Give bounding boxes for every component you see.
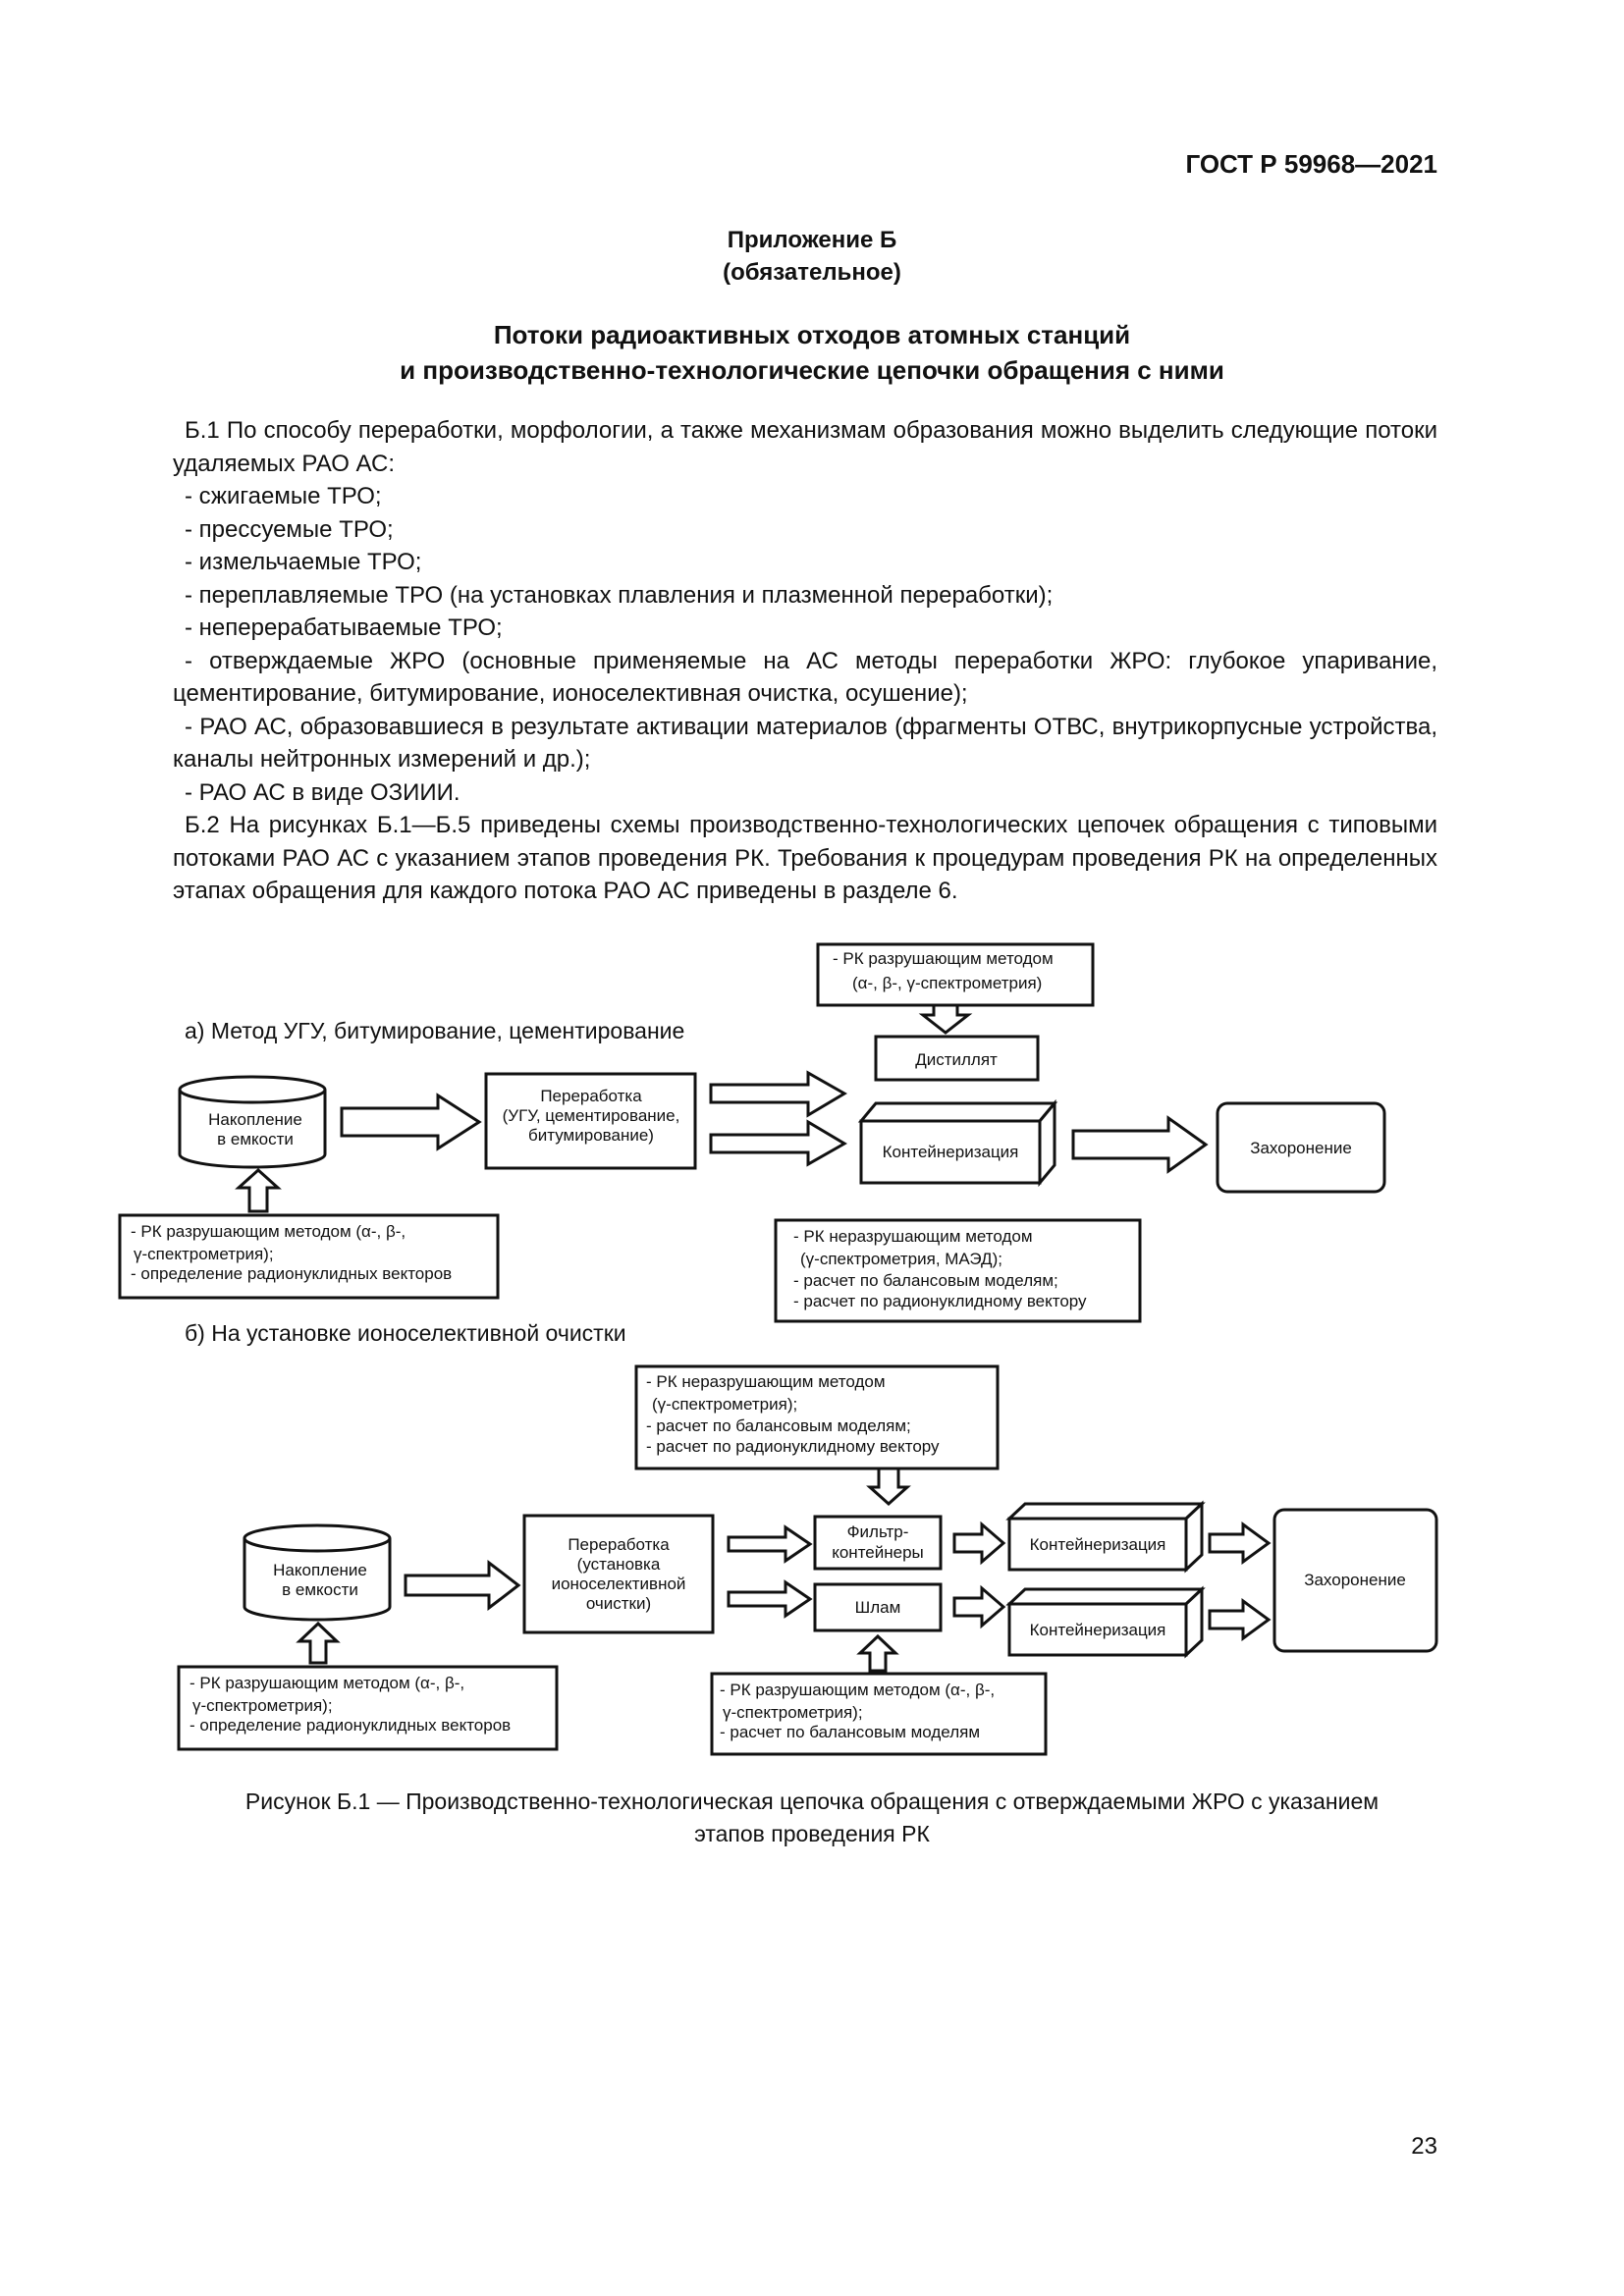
b-up-arrow-bottom [856, 1633, 899, 1673]
page-number: 23 [1411, 2133, 1437, 2160]
b-storage-label: в емкости [282, 1580, 358, 1599]
a-processing-label: битумирование) [528, 1126, 654, 1145]
b-filter-label: Фильтр- [847, 1522, 909, 1541]
a-left-note-line: - РК разрушающим методом (α-, β-, [131, 1222, 406, 1241]
b-processing-box [522, 1514, 715, 1634]
a-left-note-box [118, 1213, 500, 1300]
list-item: - РАО АС, образовавшиеся в результате ак… [173, 713, 1437, 774]
caption-line-1: Рисунок Б.1 — Производственно-технологич… [244, 1789, 1380, 1814]
b-containerization-label: Контейнеризация [1030, 1621, 1166, 1639]
a-top-note-line: (α-, β-, γ-спектрометрия) [852, 974, 1042, 992]
b-filter-label: контейнеры [832, 1543, 924, 1562]
b-top-note-line: - РК неразрушающим методом [646, 1372, 886, 1391]
a-distillate-box [874, 1035, 1040, 1082]
a-bottom-note-line: - расчет по радионуклидному вектору [793, 1292, 1087, 1310]
paragraph-b1: Б.1 По способу переработки, морфологии, … [173, 417, 1437, 477]
b-left-note-box [177, 1665, 559, 1751]
b-arrow-to-container-2 [952, 1584, 1006, 1629]
a-left-note-line: - определение радионуклидных векторов [131, 1264, 452, 1283]
b-processing-label: Переработка [568, 1535, 670, 1554]
b-disposal-box [1272, 1508, 1438, 1653]
b-containerization-box-1 [1005, 1500, 1206, 1574]
b-arrow-to-container-1 [952, 1521, 1006, 1566]
title-line-2: и производственно-технологические цепочк… [400, 355, 1224, 385]
list-item: - измельчаемые ТРО; [185, 549, 422, 575]
body-text: Б.1 По способу переработки, морфологии, … [173, 414, 1437, 908]
figure-caption: Рисунок Б.1 — Производственно-технологич… [0, 1786, 1624, 1850]
a-down-arrow [918, 1003, 973, 1035]
b-bottom-note-line: - расчет по балансовым моделям [720, 1723, 980, 1741]
a-disposal-label: Захоронение [1250, 1139, 1352, 1157]
a-up-arrow [235, 1167, 282, 1213]
a-arrow-to-container [709, 1119, 847, 1167]
b-containerization-box-2 [1005, 1585, 1206, 1659]
a-arrow-to-distillate [709, 1070, 847, 1118]
list-item: - неперерабатываемые ТРО; [185, 614, 503, 641]
a-storage-label: Накопление [208, 1110, 302, 1129]
appendix-status: (обязательное) [723, 259, 901, 286]
b-arrow-to-disposal-1 [1208, 1522, 1272, 1565]
b-storage-cylinder [243, 1523, 392, 1622]
a-bottom-note-line: - РК неразрушающим методом [793, 1227, 1033, 1246]
a-storage-cylinder [178, 1075, 327, 1169]
list-item: - сжигаемые ТРО; [185, 483, 382, 509]
b-processing-label: очистки) [586, 1594, 651, 1613]
a-bottom-note-line: - расчет по балансовым моделям; [793, 1271, 1058, 1290]
b-heading: б) На установке ионоселективной очистки [185, 1320, 626, 1346]
a-containerization-label: Контейнеризация [883, 1143, 1019, 1161]
b-arrow-to-processing [404, 1559, 521, 1612]
b-left-note-line: - РК разрушающим методом (α-, β-, [189, 1674, 464, 1692]
b-arrow-to-disposal-2 [1208, 1598, 1272, 1641]
b-bottom-note-line: γ-спектрометрия); [723, 1703, 863, 1722]
list-item: - отверждаемые ЖРО (основные применяемые… [173, 647, 1437, 708]
a-arrow-to-processing [340, 1093, 482, 1151]
appendix-heading: Приложение Б (обязательное) [0, 224, 1624, 289]
b-top-note-line: - расчет по радионуклидному вектору [646, 1437, 940, 1456]
a-arrow-to-disposal [1071, 1115, 1209, 1174]
list-item: - переплавляемые ТРО (на установках плав… [185, 581, 1054, 609]
a-distillate-label: Дистиллят [915, 1050, 998, 1069]
appendix-label: Приложение Б [727, 227, 897, 253]
a-processing-label: (УГУ, цементирование, [503, 1106, 680, 1125]
b-top-note-box [634, 1364, 1000, 1470]
b-bottom-note-line: - РК разрушающим методом (α-, β-, [720, 1681, 995, 1699]
b-arrow-to-sludge [727, 1579, 813, 1619]
b-sludge-label: Шлам [855, 1598, 901, 1617]
b-left-note-line: - определение радионуклидных векторов [189, 1716, 511, 1735]
paragraph-b2: Б.2 На рисунках Б.1—Б.5 приведены схемы … [173, 812, 1437, 904]
b-disposal-label: Захоронение [1304, 1571, 1406, 1589]
b-arrow-to-filter [727, 1524, 813, 1564]
b-storage-label: Накопление [273, 1561, 367, 1579]
caption-line-2: этапов проведения РК [694, 1821, 930, 1846]
appendix-title: Потоки радиоактивных отходов атомных ста… [0, 317, 1624, 388]
a-disposal-box [1216, 1101, 1386, 1194]
b-filter-box [813, 1515, 943, 1571]
b-containerization-label: Контейнеризация [1030, 1535, 1166, 1554]
list-item: - РАО АС в виде ОЗИИИ. [185, 778, 460, 806]
a-top-note-line: - РК разрушающим методом [833, 949, 1054, 968]
a-bottom-note-line: (γ-спектрометрия, МАЭД); [800, 1250, 1002, 1268]
b-bottom-note-box [710, 1672, 1048, 1756]
title-line-1: Потоки радиоактивных отходов атомных ста… [493, 320, 1131, 349]
a-processing-label: Переработка [540, 1087, 642, 1105]
b-processing-label: ионоселективной [552, 1575, 686, 1593]
b-up-arrow-left [296, 1621, 341, 1665]
a-storage-label: в емкости [217, 1130, 294, 1148]
b-processing-label: (установка [577, 1555, 661, 1574]
b-down-arrow [866, 1467, 911, 1507]
b-left-note-line: γ-спектрометрия); [192, 1696, 333, 1715]
b-top-note-line: - расчет по балансовым моделям; [646, 1416, 911, 1435]
standard-number: ГОСТ Р 59968—2021 [1185, 149, 1437, 179]
a-bottom-note-box [774, 1218, 1142, 1323]
a-left-note-line: γ-спектрометрия); [134, 1245, 274, 1263]
list-item: - прессуемые ТРО; [185, 515, 394, 543]
a-processing-box [484, 1072, 697, 1170]
a-containerization-box [857, 1098, 1058, 1188]
b-top-note-line: (γ-спектрометрия); [652, 1395, 797, 1414]
b-sludge-box [813, 1582, 943, 1632]
a-heading: а) Метод УГУ, битумирование, цементирова… [185, 1018, 684, 1043]
